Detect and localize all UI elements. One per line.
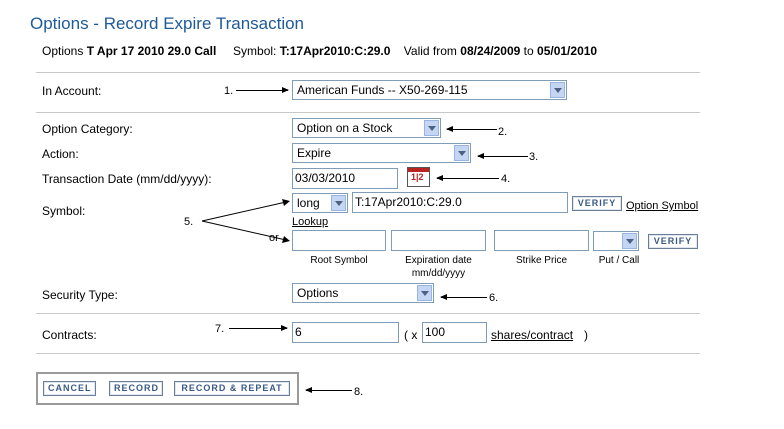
symbol-field-label: Symbol: (42, 204, 86, 218)
or-label: or (269, 232, 279, 244)
put-call-select[interactable] (593, 231, 639, 251)
root-symbol-label: Root Symbol (310, 255, 368, 266)
annotation-2: 2. (498, 126, 508, 138)
chevron-down-icon (331, 195, 346, 211)
annotation-arrow-4 (436, 175, 499, 181)
annotation-arrow-7 (229, 325, 288, 331)
category-select[interactable]: Option on a Stock (292, 118, 441, 138)
divider (36, 72, 700, 73)
options-label: Options (42, 44, 84, 58)
security-type-select-value: Options (297, 286, 339, 300)
expiration-date-label: Expiration date (405, 255, 472, 266)
action-select-value: Expire (297, 146, 332, 160)
action-select[interactable]: Expire (292, 143, 471, 163)
option-symbol-lookup-link[interactable]: Option Symbol (626, 200, 699, 212)
paren-open: ( x (404, 328, 418, 342)
paren-close: ) (584, 328, 588, 342)
record-repeat-button[interactable]: RECORD & REPEAT (174, 381, 290, 396)
shares-per-contract-input[interactable]: 100 (422, 322, 487, 343)
date-label: Transaction Date (mm/dd/yyyy): (42, 172, 212, 186)
annotation-arrows-5 (201, 199, 290, 243)
valid-from-date: 08/24/2009 (460, 44, 521, 58)
category-label: Option Category: (42, 122, 133, 136)
position-select-value: long (297, 196, 320, 210)
cancel-button[interactable]: CANCEL (43, 381, 96, 396)
annotation-1: 1. (224, 85, 234, 97)
contracts-input[interactable]: 6 (292, 322, 399, 343)
calendar-icon-text: 1|2 (411, 172, 424, 182)
strike-price-input[interactable] (494, 230, 589, 251)
expiration-date-input[interactable] (391, 230, 486, 251)
button-group-box (36, 372, 299, 405)
account-select-value: American Funds -- X50-269-115 (297, 83, 468, 97)
annotation-arrow-3 (477, 153, 528, 159)
chevron-down-icon (622, 233, 637, 249)
contracts-label: Contracts: (42, 328, 97, 342)
annotation-6: 6. (489, 292, 499, 304)
page-title: Options - Record Expire Transaction (30, 14, 305, 33)
action-label: Action: (42, 147, 79, 161)
annotation-3: 3. (529, 151, 539, 163)
verify-components-button[interactable]: VERIFY (648, 234, 698, 249)
option-symbol-input[interactable]: T:17Apr2010:C:29.0 (352, 192, 568, 213)
chevron-down-icon (424, 120, 439, 136)
position-select[interactable]: long (292, 193, 348, 213)
chevron-down-icon (417, 285, 432, 301)
symbol-value: T:17Apr2010:C:29.0 (279, 44, 391, 58)
symbol-label: Symbol: (233, 44, 277, 58)
calendar-icon[interactable]: 1|2 (407, 167, 430, 187)
valid-from-label: Valid from (403, 44, 457, 58)
chevron-down-icon (454, 145, 469, 161)
divider (36, 112, 700, 113)
put-call-label: Put / Call (598, 255, 640, 266)
verify-symbol-button[interactable]: VERIFY (572, 196, 622, 211)
annotation-arrow-2 (446, 126, 497, 132)
annotation-arrow-1 (236, 87, 289, 93)
strike-price-label: Strike Price (515, 255, 568, 266)
shares-per-contract-link[interactable]: shares/contract (491, 328, 574, 342)
annotation-arrow-6 (440, 294, 487, 300)
account-select[interactable]: American Funds -- X50-269-115 (292, 80, 567, 100)
expiration-date-format: mm/dd/yyyy (411, 268, 466, 279)
annotation-8: 8. (354, 386, 364, 398)
annotation-5: 5. (184, 216, 194, 228)
record-button[interactable]: RECORD (109, 381, 163, 396)
annotation-7: 7. (215, 323, 225, 335)
security-type-select[interactable]: Options (292, 283, 434, 303)
option-name: T Apr 17 2010 29.0 Call (86, 44, 217, 58)
security-type-label: Security Type: (42, 288, 118, 302)
transaction-date-input[interactable]: 03/03/2010 (292, 168, 398, 189)
account-label: In Account: (42, 84, 102, 98)
root-symbol-input[interactable] (292, 230, 386, 251)
divider (36, 353, 700, 354)
annotation-arrow-8 (305, 387, 352, 393)
category-select-value: Option on a Stock (297, 121, 393, 135)
annotation-4: 4. (501, 173, 511, 185)
divider (36, 313, 700, 314)
to-label: to (523, 44, 534, 58)
lookup-link[interactable]: Lookup (292, 216, 329, 228)
chevron-down-icon (550, 82, 565, 98)
option-info-line: Options T Apr 17 2010 29.0 Call Symbol: … (42, 44, 597, 58)
valid-to-date: 05/01/2010 (537, 44, 598, 58)
